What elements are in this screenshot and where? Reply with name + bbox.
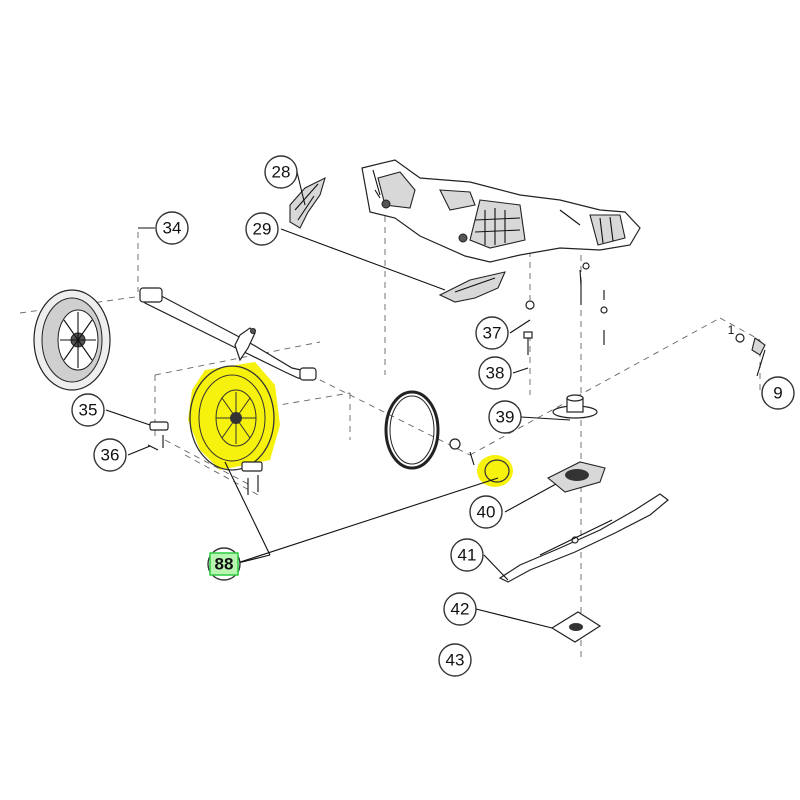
- callout-34[interactable]: 34: [155, 211, 189, 245]
- blade-part-41: [498, 493, 669, 583]
- mower-deck: [361, 159, 641, 263]
- callout-37[interactable]: 37: [475, 316, 509, 350]
- callout-41[interactable]: 41: [450, 538, 484, 572]
- callout-43-label: 43: [446, 651, 465, 670]
- callout-29[interactable]: 29: [245, 212, 279, 246]
- fasteners: [147, 262, 766, 495]
- callout-38-label: 38: [486, 364, 505, 383]
- callout-40-label: 40: [477, 503, 496, 522]
- callout-35[interactable]: 35: [71, 393, 105, 427]
- callout-42[interactable]: 42: [443, 592, 477, 626]
- left-rear-wheel: [33, 289, 111, 391]
- callout-41-label: 41: [458, 546, 477, 565]
- callout-39-label: 39: [496, 408, 515, 427]
- highlighted-wheel-part-88: [188, 362, 280, 471]
- washer-mark-label: 1: [728, 323, 735, 337]
- highlighted-disc-part-40: [477, 455, 513, 487]
- callout-38[interactable]: 38: [478, 356, 512, 390]
- blade-adapter-part-39: [552, 394, 598, 419]
- callout-88-label: 88: [215, 555, 234, 574]
- callout-40[interactable]: 40: [469, 495, 503, 529]
- leader-lines: [105, 169, 766, 629]
- callout-43[interactable]: 43: [438, 643, 472, 677]
- drive-ring: [384, 390, 475, 470]
- callout-36[interactable]: 36: [93, 438, 127, 472]
- rear-axle: [139, 287, 317, 381]
- blade-holder: [546, 461, 606, 493]
- bracket-part-28: [289, 176, 326, 229]
- callout-88[interactable]: 88: [207, 547, 241, 581]
- callout-36-label: 36: [101, 446, 120, 465]
- callout-28-label: 28: [272, 163, 291, 182]
- callout-29-label: 29: [253, 220, 272, 239]
- callout-9-label: 9: [773, 384, 782, 403]
- callout-35-label: 35: [79, 401, 98, 420]
- callout-28[interactable]: 28: [264, 155, 298, 189]
- callout-9[interactable]: 9: [761, 376, 795, 410]
- callout-34-label: 34: [163, 219, 182, 238]
- callout-42-label: 42: [451, 600, 470, 619]
- plate-part-42: [550, 611, 602, 643]
- callout-39[interactable]: 39: [488, 400, 522, 434]
- callout-37-label: 37: [483, 324, 502, 343]
- bracket-part-29: [438, 271, 506, 303]
